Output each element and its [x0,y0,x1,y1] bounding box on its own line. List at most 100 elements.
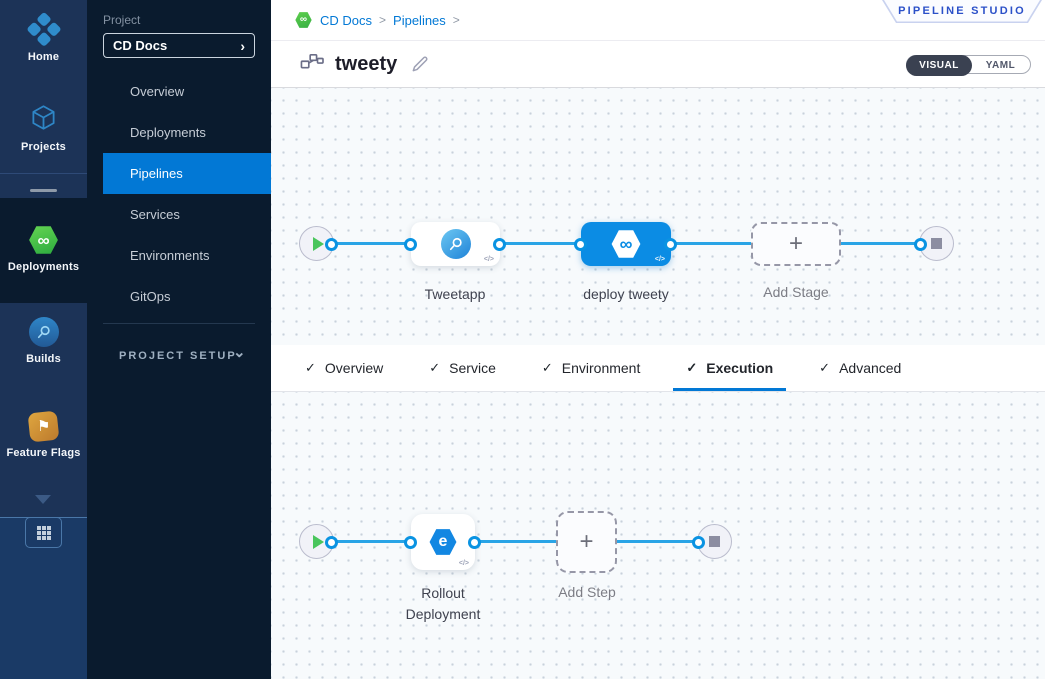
stage-canvas[interactable]: </> ∞ </> + Tweetapp deploy tweety Add S… [271,88,1045,345]
sidebar-item-pipelines[interactable]: Pipelines [103,153,271,194]
breadcrumb-separator: > [452,13,460,27]
rail-item-projects[interactable]: Projects [0,101,87,153]
pipeline-title: tweety [335,52,398,75]
tab-label: Execution [706,360,774,376]
step-label: Rollout Deployment [405,585,481,622]
stop-icon [931,238,942,249]
builds-icon [28,316,60,348]
module-grid-button[interactable] [25,517,62,548]
rail-item-label: Builds [26,353,61,365]
node-port[interactable] [493,238,506,251]
rail-item-home[interactable]: Home [0,11,87,63]
rail-item-label: Home [27,51,60,63]
project-selector[interactable]: CD Docs › [103,33,255,58]
project-name: CD Docs [113,38,168,53]
sidebar-item-services[interactable]: Services [130,207,180,222]
stage-config-tabs: ✓ Overview ✓ Service ✓ Environment ✓ Exe… [271,345,1045,392]
code-icon[interactable]: </> [458,560,469,567]
check-icon: ✓ [686,360,698,375]
project-setup-toggle[interactable]: PROJECT SETUP ⌄ [87,343,271,369]
tab-overview[interactable]: ✓ Overview [292,345,396,391]
add-step-button[interactable]: + [556,511,617,573]
deploy-stage-icon: ∞ [611,230,641,258]
visual-toggle-option[interactable]: VISUAL [906,55,972,76]
rail-bottom-section [0,517,87,679]
rail-divider [0,173,87,174]
sidebar-nav: Overview Deployments Pipelines Services … [87,71,271,317]
tab-service[interactable]: ✓ Service [416,345,509,391]
add-stage-label: Add Stage [763,284,829,300]
edit-pencil-icon[interactable] [410,54,430,74]
plus-icon: + [579,528,594,555]
node-port[interactable] [404,536,417,549]
projects-icon [28,101,60,133]
breadcrumb-project-link[interactable]: CD Docs [320,12,373,28]
check-icon: ✓ [819,360,831,375]
node-port[interactable] [404,238,417,251]
breadcrumb-separator: > [379,13,387,27]
grid-icon [36,525,51,540]
tab-label: Service [449,360,496,376]
sidebar-item-overview[interactable]: Overview [130,84,185,99]
rail-item-builds[interactable]: Builds [0,316,87,365]
check-icon: ✓ [429,360,441,375]
tab-environment[interactable]: ✓ Environment [529,345,654,391]
module-rail: Home Projects ∞ Deployments [0,0,87,679]
sidebar-item-gitops[interactable]: GitOps [130,289,171,304]
project-label: Project [103,13,141,27]
code-icon[interactable]: </> [483,256,494,263]
rail-collapse-dash[interactable] [30,189,57,192]
home-icon [25,11,62,47]
check-icon: ✓ [541,360,553,375]
pipeline-studio-badge: PIPELINE STUDIO [882,0,1042,23]
breadcrumb-pipelines-link[interactable]: Pipelines [393,12,446,28]
breadcrumb: ∞ CD Docs > Pipelines > [271,0,1045,41]
tab-advanced[interactable]: ✓ Advanced [806,345,914,391]
add-stage-button[interactable]: + [751,222,841,266]
node-port[interactable] [468,536,481,549]
pipeline-header: tweety VISUAL YAML [271,41,1045,88]
code-icon[interactable]: </> [654,256,665,263]
sidebar-item-environments[interactable]: Environments [130,248,210,263]
node-port[interactable] [664,238,677,251]
node-port[interactable] [574,238,587,251]
node-port[interactable] [692,536,705,549]
execution-canvas[interactable]: e </> + Rollout Deployment Add Step [271,392,1045,679]
rail-item-label: Deployments [7,261,80,273]
step-node-rollout-deployment[interactable]: e </> [411,514,475,570]
rail-item-label: Projects [20,140,66,153]
stop-icon [709,536,720,547]
project-sidebar: Project CD Docs › Overview Deployments P… [87,0,271,679]
rail-item-label: Feature Flags [6,447,81,459]
pipeline-studio-label: PIPELINE STUDIO [898,4,1026,17]
stage-node-tweetapp[interactable]: </> [411,222,500,266]
tab-label: Advanced [839,360,902,376]
tab-label: Overview [324,360,384,376]
plus-icon: + [788,230,803,257]
deployments-icon: ∞ [28,224,60,256]
stage-label: deploy tweety [583,286,669,302]
rail-item-deployments[interactable]: ∞ Deployments [0,224,87,273]
add-step-label: Add Step [558,584,616,600]
node-port[interactable] [325,536,338,549]
node-port[interactable] [914,238,927,251]
sidebar-divider [103,323,255,324]
rail-item-feature-flags[interactable]: ⚑ Feature Flags [0,410,87,459]
tab-label: Environment [561,360,641,376]
project-setup-label: PROJECT SETUP [119,350,237,362]
chevron-down-icon: ⌄ [233,344,246,361]
tab-execution[interactable]: ✓ Execution [673,345,786,391]
visual-yaml-toggle[interactable]: VISUAL YAML [906,55,1031,76]
yaml-toggle-option[interactable]: YAML [985,60,1016,71]
rail-more-chevron-icon[interactable] [35,495,51,504]
stage-node-deploy-tweety[interactable]: ∞ </> [581,222,671,266]
sidebar-item-deployments[interactable]: Deployments [130,125,206,140]
feature-flags-icon: ⚑ [27,410,60,442]
node-port[interactable] [325,238,338,251]
chevron-right-icon: › [240,37,245,54]
pipeline-graph-icon [300,53,324,75]
stage-label: Tweetapp [424,286,486,302]
build-stage-icon [440,229,471,259]
main-area: PIPELINE STUDIO ∞ CD Docs > Pipelines > … [271,0,1045,679]
